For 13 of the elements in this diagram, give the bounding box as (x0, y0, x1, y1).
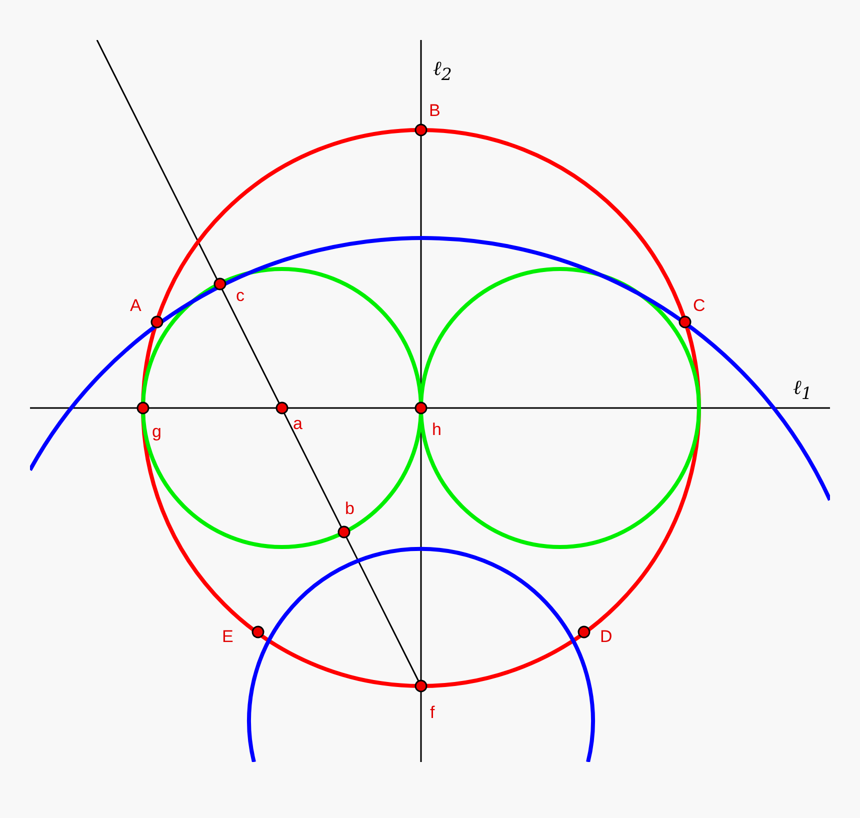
point-label: E (222, 628, 234, 645)
line-label: ℓ$_{1}$ (793, 377, 812, 403)
point-label: a (293, 415, 302, 432)
point-label: D (600, 628, 612, 645)
point-label: f (430, 704, 435, 721)
point-label: C (693, 297, 706, 314)
point-label: A (130, 297, 142, 314)
point-label: c (236, 287, 244, 304)
point-label: B (429, 102, 440, 119)
point-label: h (432, 421, 442, 438)
point-label: g (152, 423, 162, 440)
point-label: b (345, 500, 354, 517)
line-label: ℓ$_{2}$ (433, 58, 452, 84)
